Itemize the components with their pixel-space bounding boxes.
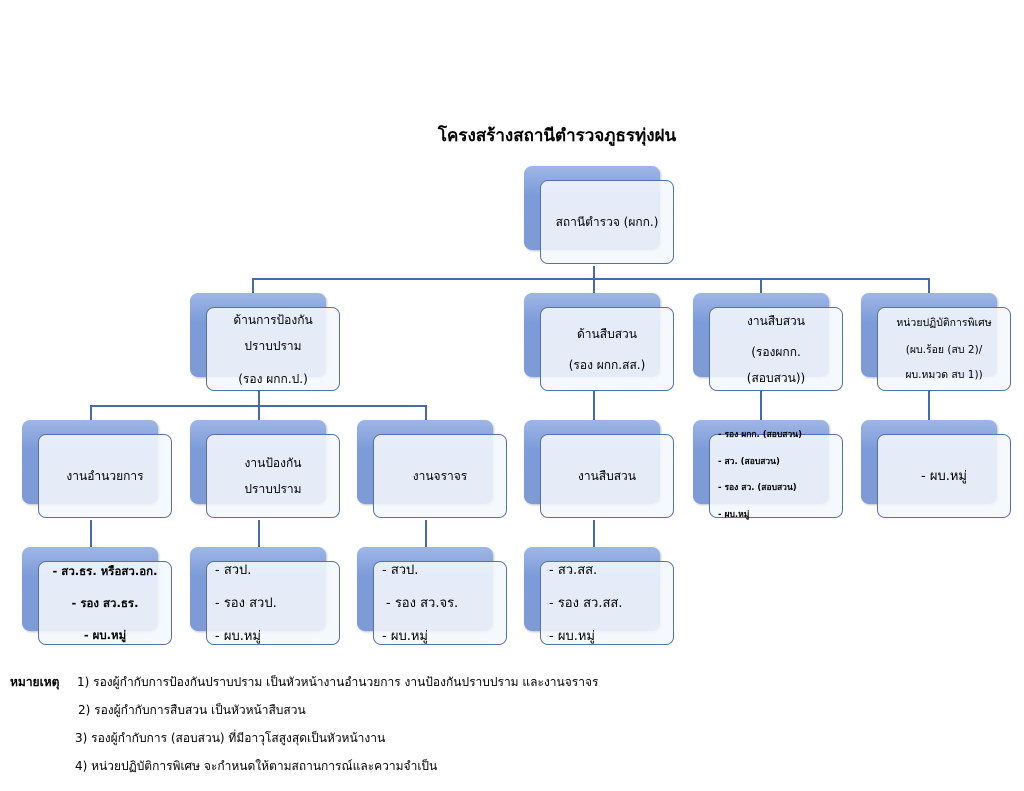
connector [425, 520, 427, 548]
note-item: 2) รองผู้กำกับการสืบสวน เป็นหัวหน้าสืบสว… [78, 703, 306, 717]
connector [593, 520, 595, 548]
connector [760, 390, 762, 421]
node-special-unit: หน่วยปฏิบัติการพิเศษ (ผบ.ร้อย (สบ 2)/ ผบ… [861, 293, 1015, 393]
node-label: - รอง สว. (สอบสวน) [718, 483, 797, 493]
connector [258, 520, 260, 548]
connector [928, 278, 930, 294]
connector [90, 520, 92, 548]
node-label: ปราบปราม [244, 482, 302, 496]
node-label: งานจราจร [412, 469, 468, 483]
connector [258, 390, 260, 406]
connector [593, 390, 595, 421]
note-item: 3) รองผู้กำกับการ (สอบสวน) ที่มีอาวุโสสู… [75, 731, 386, 745]
node-label: งานป้องกัน [244, 456, 302, 470]
node-label: - ผบ.หมู่ [382, 629, 428, 644]
node-label: - สวป. [215, 563, 252, 578]
node-label: งานอำนวยการ [66, 469, 144, 483]
node-investigation-work: งานสืบสวน [524, 420, 678, 520]
node-label: - รอง ผกก. (สอบสวน) [718, 430, 802, 440]
node-crime-prevention-work: งานป้องกัน ปราบปราม [190, 420, 344, 520]
node-label: - สวป. [382, 563, 419, 578]
node-label: - รอง สว.ธร. [71, 595, 139, 610]
node-label: - สว. (สอบสวน) [718, 456, 780, 467]
notes-label: หมายเหตุ [10, 675, 60, 689]
node-label: - รอง สวป. [215, 596, 277, 611]
note-item: 4) หน่วยปฏิบัติการพิเศษ จะกำหนดให้ตามสถา… [75, 759, 438, 773]
node-police-station: สถานีตำรวจ (ผกก.) [524, 166, 678, 266]
node-label: ปราบปราม [244, 338, 302, 353]
connector [760, 278, 762, 294]
node-label: - สว.ธร. หรือสว.อก. [52, 564, 158, 578]
node-investigation-staff: - สว.สส. - รอง สว.สส. - ผบ.หมู่ [524, 547, 678, 647]
node-label: (รองผกก. [751, 344, 801, 359]
node-admin-staff: - สว.ธร. หรือสว.อก. - รอง สว.ธร. - ผบ.หม… [22, 547, 176, 647]
node-special-staff: - ผบ.หมู่ [861, 420, 1015, 520]
node-label: ด้านการป้องกัน [233, 312, 313, 327]
node-traffic-work: งานจราจร [357, 420, 511, 520]
connector [90, 405, 92, 421]
node-label: (สอบสวน)) [746, 370, 806, 385]
connector [258, 405, 260, 421]
node-label: งานสืบสวน [746, 313, 805, 328]
node-label: - รอง สว.สส. [549, 596, 623, 611]
node-label: (รอง ผกก.ป.) [238, 371, 308, 386]
node-label: - ผบ.หมู่ [83, 627, 127, 642]
node-label: ผบ.หมวด สบ 1)) [905, 368, 983, 381]
node-inquiry-staff: - รอง ผกก. (สอบสวน) - สว. (สอบสวน) - รอง… [693, 420, 847, 520]
node-inquiry-division: งานสืบสวน (รองผกก. (สอบสวน)) [693, 293, 847, 393]
node-investigation-division: ด้านสืบสวน (รอง ผกก.สส.) [524, 293, 678, 393]
node-label: หน่วยปฏิบัติการพิเศษ [896, 316, 992, 329]
connector [252, 278, 254, 294]
node-label: - ผบ.หมู่ [921, 468, 967, 484]
node-label: (ผบ.ร้อย (สบ 2)/ [905, 344, 983, 357]
node-label: สถานีตำรวจ (ผกก.) [555, 215, 659, 229]
node-label: - รอง สว.จร. [386, 596, 459, 611]
node-label: - ผบ.หมู่ [718, 509, 750, 520]
node-label: - ผบ.หมู่ [215, 629, 261, 644]
node-admin-work: งานอำนวยการ [22, 420, 176, 520]
note-item: 1) รองผู้กำกับการป้องกันปราบปราม เป็นหัว… [77, 675, 599, 689]
node-label: งานสืบสวน [577, 469, 636, 483]
node-prevention-division: ด้านการป้องกัน ปราบปราม (รอง ผกก.ป.) [190, 293, 344, 393]
node-label: - สว.สส. [549, 563, 598, 578]
connector [593, 266, 595, 279]
connector [593, 278, 595, 294]
connector [928, 390, 930, 421]
connector [252, 278, 929, 280]
connector [425, 405, 427, 421]
node-label: ด้านสืบสวน [577, 326, 637, 341]
chart-title: โครงสร้างสถานีตำรวจภูธรทุ่งฝน [437, 126, 677, 146]
node-prevention-staff: - สวป. - รอง สวป. - ผบ.หมู่ [190, 547, 344, 647]
node-label: (รอง ผกก.สส.) [568, 357, 646, 372]
node-traffic-staff: - สวป. - รอง สว.จร. - ผบ.หมู่ [357, 547, 511, 647]
node-label: - ผบ.หมู่ [549, 629, 595, 644]
